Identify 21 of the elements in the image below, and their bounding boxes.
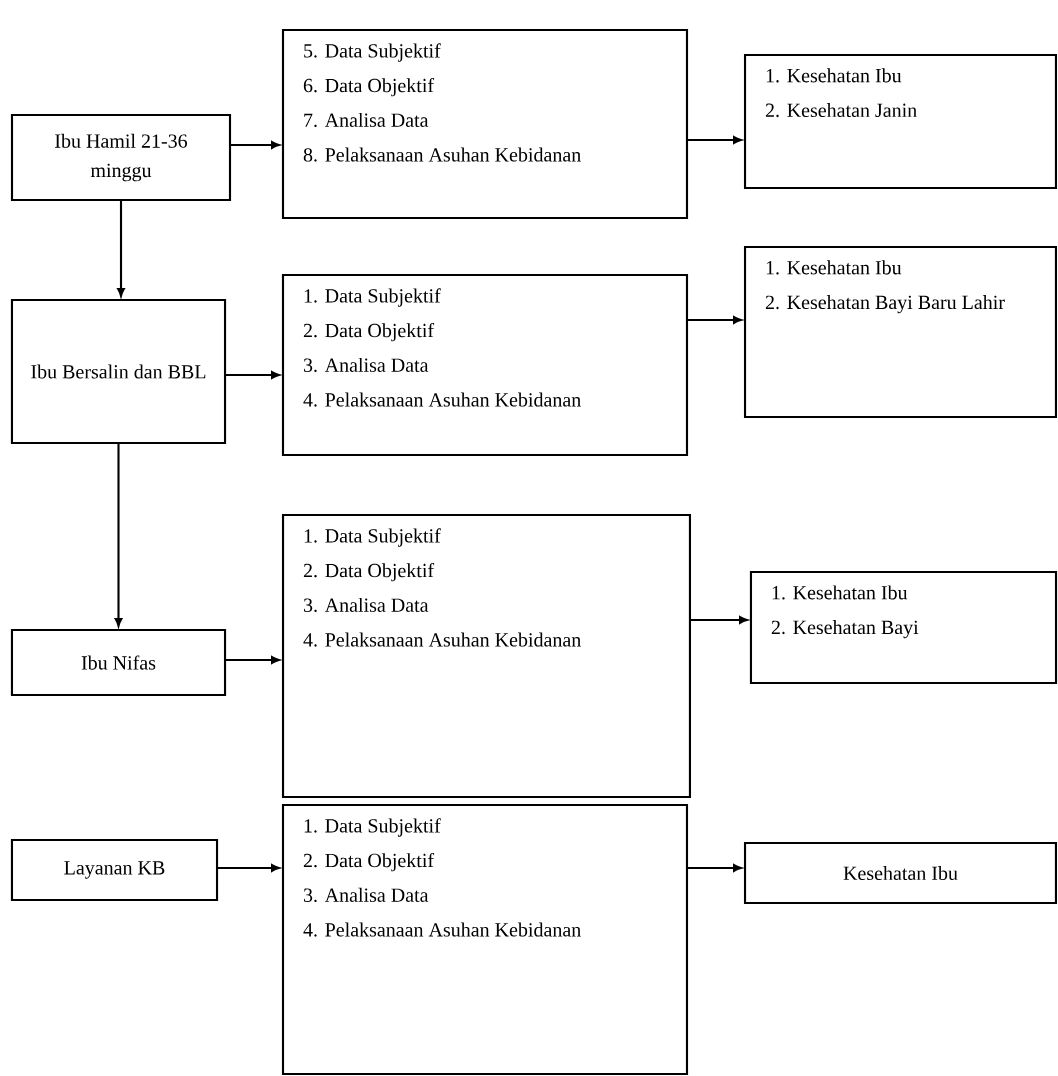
process-box: Kesehatan Ibu [743, 841, 1058, 905]
process-box: Ibu Hamil 21-36 minggu [10, 113, 232, 202]
arrow [230, 141, 280, 149]
arrow [225, 371, 280, 379]
list-box: 1. Data Subjektif 2. Data Objektif 3. Analisa Data 4. Pelaksanaan Asuhan Kebidanan [281, 513, 692, 799]
arrow [687, 136, 742, 144]
arrow [687, 316, 742, 324]
arrow [690, 616, 748, 624]
list-box: 5. Data Subjektif 6. Data Objektif 7. Analisa Data 8. Pelaksanaan Asuhan Kebidanan [281, 28, 689, 220]
list-box: 1. Data Subjektif 2. Data Objektif 3. Analisa Data 4. Pelaksanaan Asuhan Kebidanan [281, 273, 689, 457]
process-box: Layanan KB [10, 838, 219, 902]
process-box: Ibu Nifas [10, 628, 227, 697]
process-box: Ibu Bersalin dan BBL [10, 298, 227, 445]
list-box: 1. Kesehatan Ibu 2. Kesehatan Janin [743, 53, 1058, 190]
list-box: 1. Kesehatan Ibu 2. Kesehatan Bayi Baru Lahir [743, 245, 1058, 419]
arrow [225, 656, 280, 664]
arrow [687, 864, 742, 872]
arrow [217, 864, 280, 872]
arrow [117, 200, 125, 297]
list-box: 1. Kesehatan Ibu 2. Kesehatan Bayi [749, 570, 1058, 685]
list-box: 1. Data Subjektif 2. Data Objektif 3. Analisa Data 4. Pelaksanaan Asuhan Kebidanan [281, 803, 689, 1076]
